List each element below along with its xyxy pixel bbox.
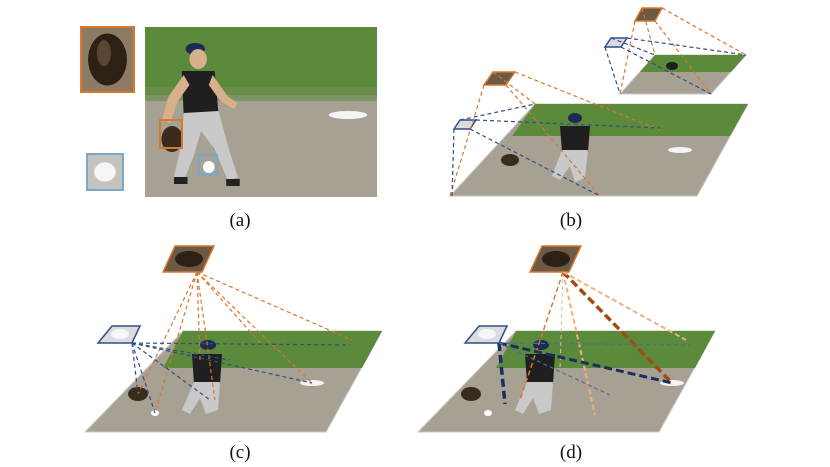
blue-links-b [451, 37, 747, 197]
glove-patch [81, 27, 134, 92]
glove-box [159, 119, 183, 149]
blue-links-c [131, 342, 351, 414]
ball-patch-b2 [603, 37, 629, 48]
glove-patch-b1 [482, 71, 517, 86]
ball-box [198, 154, 218, 176]
caption-c: (c) [229, 442, 250, 463]
caption-d: (d) [560, 442, 582, 463]
panel-d: (d) [416, 245, 716, 463]
orange-links-b [449, 7, 747, 197]
orange-links-c [137, 271, 353, 414]
panel-b: (b) [448, 7, 749, 231]
caption-b: (b) [560, 210, 582, 231]
panel-a: (a) [80, 26, 378, 231]
ball-patch [87, 154, 123, 190]
glove-patch-b2 [633, 7, 664, 22]
panel-c: (c) [83, 245, 383, 463]
panel-a-photo [145, 27, 378, 197]
blue-links-d [497, 341, 691, 405]
caption-a: (a) [229, 210, 250, 231]
